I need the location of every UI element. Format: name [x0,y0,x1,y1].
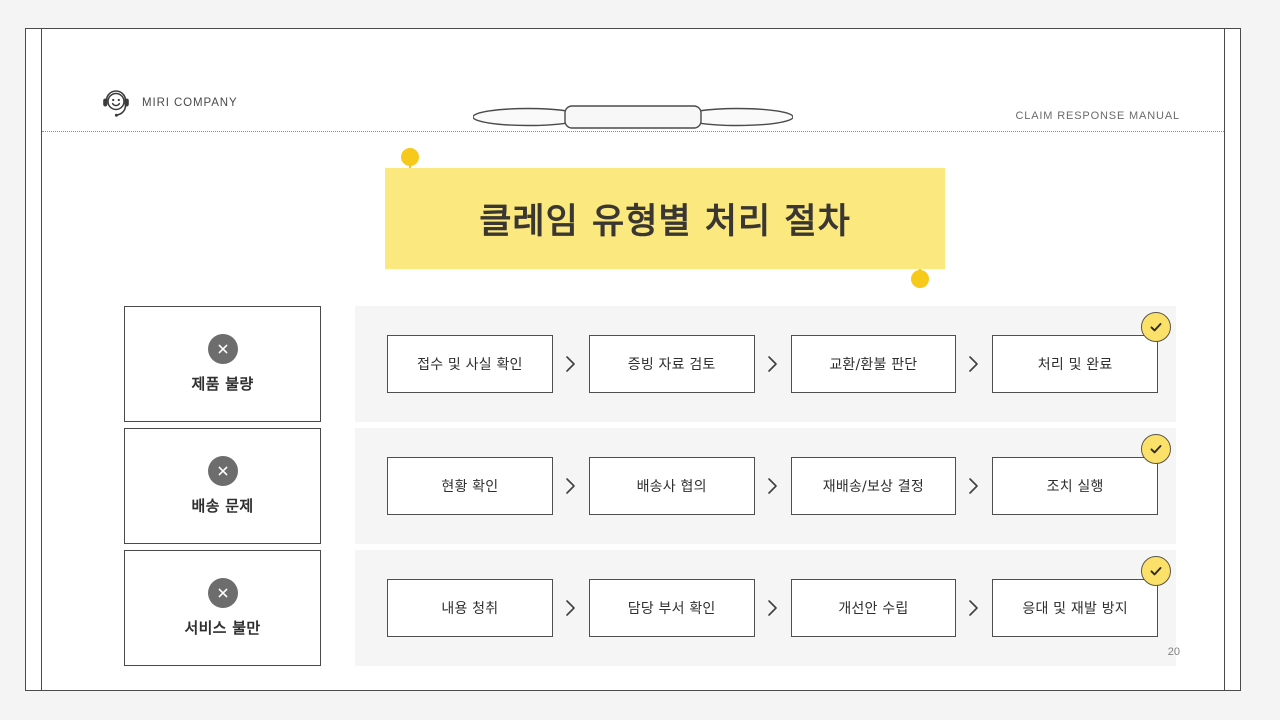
step-box[interactable]: 접수 및 사실 확인 [387,335,553,393]
step-box[interactable]: 개선안 수립 [790,579,957,637]
chevron-right-icon [956,355,992,373]
page-title: 클레임 유형별 처리 절차 [479,202,851,242]
x-circle-icon [207,578,238,608]
step-sequence: 접수 및 사실 확인 증빙 자료 검토 교환/환불 판단 [387,306,1171,422]
step-sequence: 내용 청취 담당 부서 확인 개선안 수립 [387,550,1171,666]
slide-content: MIRI COMPANY CLAIM RESPONSE MANUAL 클레임 유… [42,29,1224,690]
step-box[interactable]: 담당 부서 확인 [588,579,755,637]
slide-frame: MIRI COMPANY CLAIM RESPONSE MANUAL 클레임 유… [25,28,1241,691]
claim-flow-list: 제품 불량 접수 및 사실 확인 증빙 자료 검토 [124,306,1176,672]
title-accent-dot-bottom-right [911,270,929,288]
step-label: 현황 확인 [441,479,499,495]
step-box-final[interactable]: 조치 실행 [992,434,1171,515]
step-box[interactable]: 현황 확인 [387,457,553,515]
claim-flow-row: 서비스 불만 내용 청취 담당 부서 확인 [124,550,1176,666]
headset-smiley-icon [100,87,132,119]
step-label: 교환/환불 판단 [829,357,918,373]
chevron-right-icon [755,355,791,373]
brand-name: MIRI COMPANY [142,97,238,109]
chevron-right-icon [553,355,589,373]
frame-accent-line-right [1224,29,1225,690]
step-box[interactable]: 증빙 자료 검토 [588,335,755,393]
step-box-final[interactable]: 응대 및 재발 방지 [992,556,1171,637]
step-label: 개선안 수립 [838,601,909,617]
chevron-right-icon [553,477,589,495]
check-circle-icon [1141,434,1171,464]
step-box[interactable]: 내용 청취 [387,579,553,637]
manual-label: CLAIM RESPONSE MANUAL [1015,110,1180,122]
step-label: 증빙 자료 검토 [627,357,716,373]
title-banner: 클레임 유형별 처리 절차 [385,168,945,269]
step-box[interactable]: 재배송/보상 결정 [790,457,957,515]
step-label: 응대 및 재발 방지 [1022,601,1128,617]
brand: MIRI COMPANY [100,87,238,119]
chevron-right-icon [755,599,791,617]
step-box-final[interactable]: 처리 및 완료 [992,312,1171,393]
step-label: 조치 실행 [1046,479,1104,495]
claim-flow-row: 배송 문제 현황 확인 배송사 협의 재배 [124,428,1176,544]
claim-category-card[interactable]: 배송 문제 [124,428,321,544]
title-accent-dot-top-left [401,148,419,166]
chevron-right-icon [755,477,791,495]
page-title-block: 클레임 유형별 처리 절차 [385,148,945,288]
step-label: 처리 및 완료 [1037,357,1113,373]
page-number: 20 [1167,646,1180,658]
step-sequence: 현황 확인 배송사 협의 재배송/보상 결정 [387,428,1171,544]
claim-flow-row: 제품 불량 접수 및 사실 확인 증빙 자료 검토 [124,306,1176,422]
claim-category-label: 서비스 불만 [184,619,261,637]
step-label: 접수 및 사실 확인 [417,357,523,373]
x-circle-icon [207,334,238,364]
check-circle-icon [1141,312,1171,342]
step-box[interactable]: 교환/환불 판단 [790,335,957,393]
step-box[interactable]: 배송사 협의 [588,457,755,515]
claim-category-label: 배송 문제 [191,497,254,515]
step-label: 배송사 협의 [636,479,707,495]
header-divider [42,131,1224,132]
ribbon-banner-ornament [472,101,794,133]
chevron-right-icon [956,477,992,495]
claim-category-card[interactable]: 제품 불량 [124,306,321,422]
chevron-right-icon [553,599,589,617]
frame-accent-line-left [41,29,42,690]
claim-category-card[interactable]: 서비스 불만 [124,550,321,666]
slide-header: MIRI COMPANY CLAIM RESPONSE MANUAL [42,29,1224,133]
step-label: 내용 청취 [441,601,499,617]
step-label: 담당 부서 확인 [627,601,716,617]
step-label: 재배송/보상 결정 [822,479,924,495]
x-circle-icon [207,456,238,486]
check-circle-icon [1141,556,1171,586]
chevron-right-icon [956,599,992,617]
claim-category-label: 제품 불량 [191,375,254,393]
